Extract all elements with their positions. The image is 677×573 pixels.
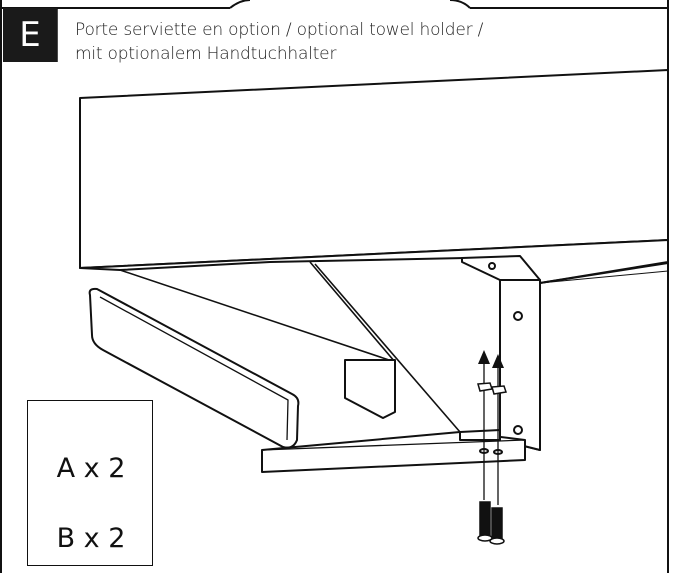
screw-icon: [477, 501, 505, 545]
mounting-bracket: [261, 429, 526, 473]
step-badge: E: [3, 8, 57, 62]
part-b-label: B x 2: [56, 523, 126, 554]
interior-edges: [119, 261, 461, 433]
parts-list-box: A x 2 B x 2: [27, 400, 153, 566]
up-arrow-icon: [478, 350, 504, 368]
part-a-label: A x 2: [56, 453, 126, 484]
instruction-title-line-2: mit optionalem Handtuchhalter: [75, 44, 337, 64]
instruction-title-line-1: Porte serviette en option / optional tow…: [75, 20, 484, 40]
hex-nut-icon: [477, 382, 507, 395]
cabinet-body: [79, 69, 669, 284]
towel-holder-bar: [88, 287, 396, 449]
side-panel: [461, 255, 669, 451]
